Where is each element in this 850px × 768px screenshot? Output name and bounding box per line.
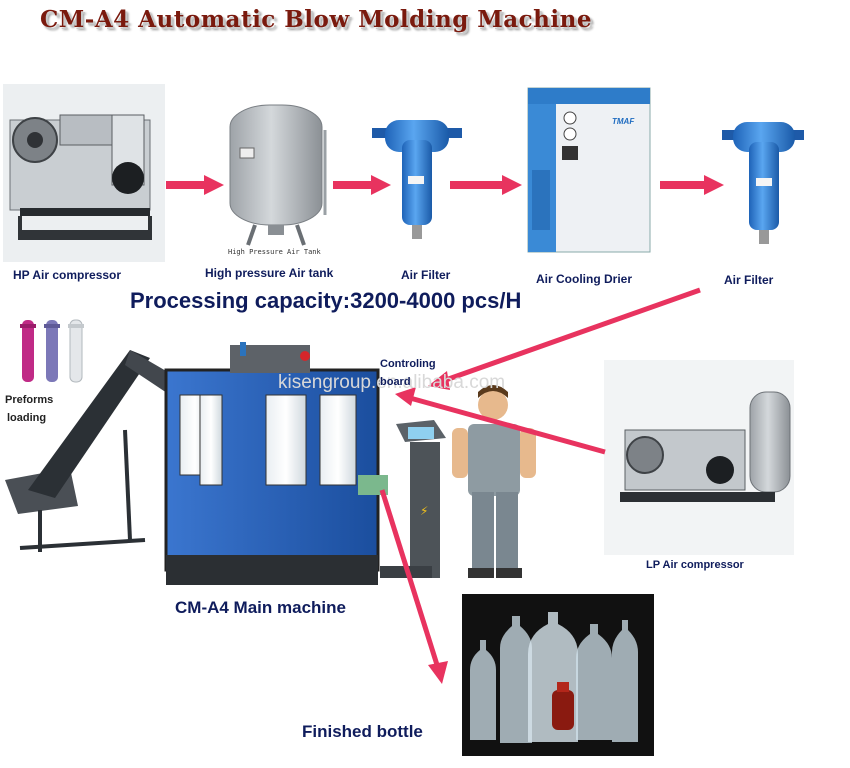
finished-bottle-label: Finished bottle [302, 722, 423, 741]
finished-bottles-image [462, 594, 654, 756]
tank-plate: High Pressure Air Tank [228, 248, 321, 256]
main-machine-image [164, 342, 388, 585]
arrow-tank-to-filter [333, 175, 391, 195]
control-board-image: ⚡ [380, 420, 446, 578]
control-board-label-line1: Controling [380, 358, 436, 370]
operator-figure [452, 385, 536, 578]
svg-text:⚡: ⚡ [420, 504, 428, 518]
arrow-lp-to-machine [409, 395, 606, 455]
main-machine-label: CM-A4 Main machine [175, 598, 346, 617]
air-filter-1-image [372, 120, 462, 239]
hp-compressor-label: HP Air compressor [13, 268, 122, 282]
lp-compressor-image [604, 360, 794, 555]
arrow-lp-to-machine-head [395, 387, 416, 406]
page-title: CM-A4 Automatic Blow Molding Machine [40, 6, 592, 33]
air-drier-label: Air Cooling Drier [536, 272, 633, 286]
air-tank-image [229, 104, 327, 246]
capacity-text: Processing capacity:3200-4000 pcs/H [130, 288, 522, 313]
control-board-label-line2: board [380, 376, 411, 388]
hp-compressor-image [3, 84, 165, 262]
preforms-label-line1: Preforms [5, 394, 54, 406]
arrow-compressor-to-tank [166, 175, 224, 195]
arrow-machine-to-bottles [379, 489, 441, 669]
svg-text:TMAF: TMAF [612, 117, 635, 126]
watermark: kisengroup.en.alibaba.com [278, 372, 506, 393]
flow-lines [379, 287, 701, 684]
preforms-label-line2: loading [7, 412, 47, 424]
lp-compressor-label: LP Air compressor [646, 559, 744, 571]
arrow-filter-to-control [439, 287, 701, 385]
air-filter-2-image [722, 122, 804, 244]
air-tank-label: High pressure Air tank [205, 266, 334, 280]
arrow-filter-to-drier [450, 175, 522, 195]
arrow-filter-to-control-head [428, 371, 450, 390]
air-filter-1-label: Air Filter [401, 268, 451, 282]
air-filter-2-label: Air Filter [724, 273, 774, 287]
preform-conveyor-image [5, 350, 185, 552]
arrow-drier-to-filter [660, 175, 724, 195]
preforms-image [20, 319, 84, 383]
air-drier-image: TMAF [527, 87, 651, 253]
arrow-machine-to-bottles-head [428, 661, 448, 684]
flow-arrows [166, 175, 724, 195]
